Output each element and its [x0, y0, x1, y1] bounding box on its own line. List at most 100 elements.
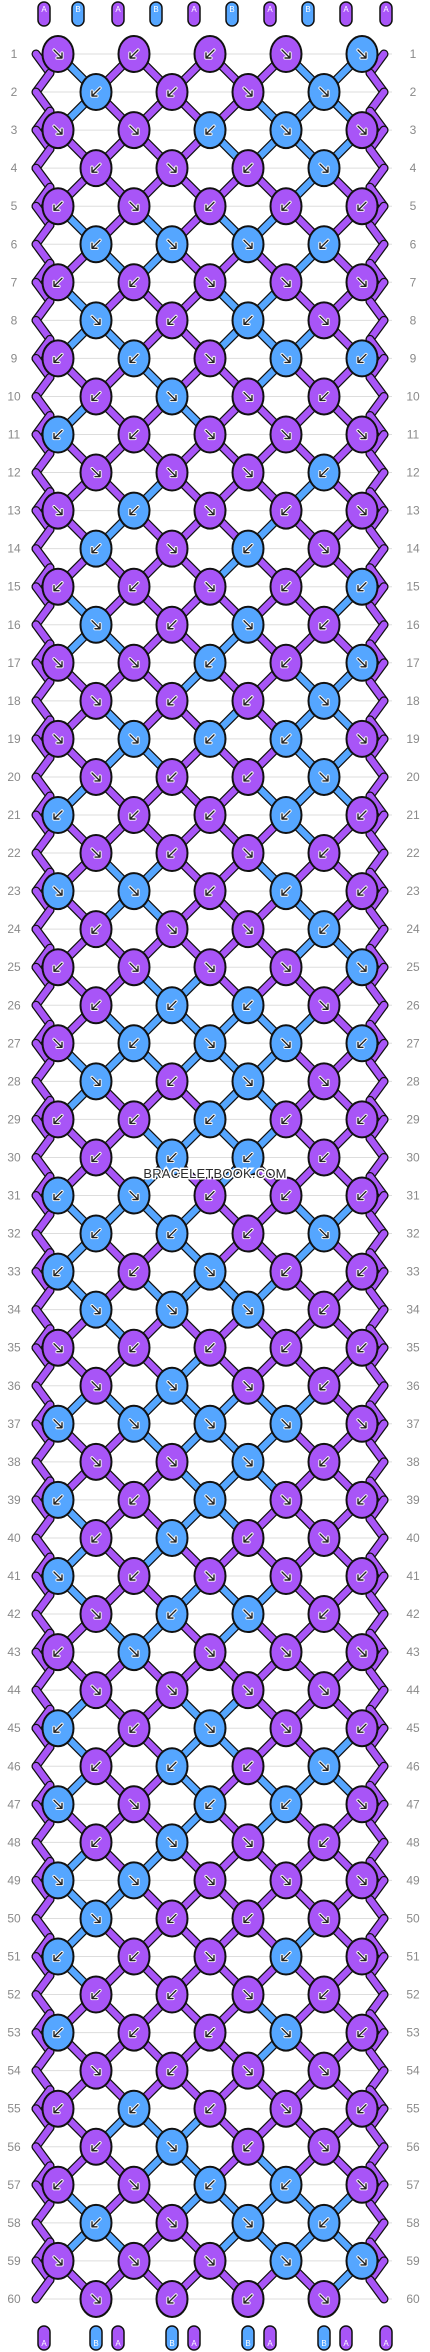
strand-start-pill: [37, 1, 51, 27]
arrow-down-right-icon: [280, 1798, 292, 1810]
arrow-down-right-icon: [90, 2141, 102, 2153]
arrow-down-right-icon: [90, 2217, 102, 2229]
row-number-right: 10: [406, 389, 420, 403]
arrow-stroke: [167, 1761, 177, 1771]
arrow-stroke: [91, 1000, 101, 1010]
arrow-down-right-icon: [204, 1113, 216, 1126]
arrow-down-left-icon: [280, 961, 292, 973]
arrow-stroke: [281, 2103, 291, 2114]
strand-start-label: B: [229, 5, 234, 14]
arrow-stroke: [319, 1913, 329, 1924]
arrow-down-left-icon: [356, 505, 368, 517]
arrow-down-right-icon: [318, 1304, 330, 1316]
arrow-stroke: [129, 1342, 139, 1353]
arrow-stroke: [281, 1723, 291, 1733]
arrow-down-right-icon: [356, 1037, 368, 1049]
arrow-stroke: [357, 1723, 367, 1733]
arrow-stroke: [243, 1685, 253, 1695]
row-number-left: 24: [7, 922, 21, 936]
arrow-stroke: [53, 734, 63, 744]
arrow-stroke: [53, 201, 63, 211]
arrow-down-right-icon: [280, 1950, 292, 1963]
arrow-down-left-icon: [204, 1874, 216, 1887]
arrow-stroke: [167, 1381, 177, 1391]
row-number-right: 31: [406, 1189, 420, 1203]
arrow-down-right-icon: [280, 581, 292, 593]
row-number-left: 18: [7, 694, 21, 708]
arrow-down-left-icon: [166, 923, 178, 935]
row-number-left: 46: [7, 1759, 21, 1773]
row-number-left: 58: [7, 2216, 21, 2230]
strand-start-label: B: [153, 5, 158, 14]
arrow-stroke: [357, 886, 367, 896]
arrow-down-right-icon: [52, 2179, 64, 2191]
arrow-stroke: [129, 582, 139, 592]
arrow-stroke: [281, 1799, 291, 1810]
arrow-stroke: [205, 658, 215, 668]
strand-end-pill: [111, 2325, 125, 2351]
arrow-down-left-icon: [128, 1646, 140, 1658]
row-number-right: 18: [406, 694, 420, 708]
arrow-down-right-icon: [280, 809, 292, 821]
arrow-stroke: [91, 2065, 101, 2076]
row-number-right: 20: [406, 770, 420, 784]
arrow-down-right-icon: [166, 847, 178, 859]
arrow-down-right-icon: [128, 1950, 140, 1963]
arrow-stroke: [91, 1913, 101, 1924]
arrow-stroke: [319, 87, 329, 97]
arrow-stroke: [281, 2256, 291, 2266]
arrow-down-right-icon: [52, 1113, 64, 1126]
arrow-stroke: [281, 1647, 291, 1657]
arrow-down-left-icon: [242, 238, 254, 250]
row-number-right: 8: [410, 313, 417, 327]
arrow-stroke: [243, 1609, 253, 1619]
row-number-left: 53: [7, 2026, 21, 2040]
row-number-left: 1: [11, 47, 18, 61]
arrow-down-right-icon: [318, 1151, 330, 1164]
arrow-down-right-icon: [52, 200, 64, 212]
arrow-stroke: [53, 1266, 63, 1277]
arrow-down-left-icon: [204, 1646, 216, 1658]
row-number-right: 32: [406, 1227, 420, 1241]
arrow-stroke: [243, 391, 253, 402]
arrow-down-left-icon: [318, 543, 330, 555]
arrow-stroke: [53, 125, 63, 135]
strand-end-label: A: [115, 2339, 121, 2348]
arrow-down-right-icon: [128, 1570, 140, 1582]
arrow-stroke: [167, 1685, 177, 1695]
row-number-right: 30: [406, 1150, 420, 1164]
arrow-down-right-icon: [128, 1037, 140, 1049]
arrow-stroke: [167, 1304, 177, 1315]
arrow-stroke: [243, 1152, 253, 1163]
arrow-down-left-icon: [318, 2065, 330, 2077]
arrow-stroke: [281, 1951, 291, 1962]
arrow-stroke: [91, 2218, 101, 2228]
arrow-down-left-icon: [204, 428, 216, 441]
arrow-stroke: [243, 848, 253, 858]
arrow-stroke: [243, 1457, 253, 1467]
arrow-down-right-icon: [242, 1760, 254, 1772]
arrow-down-right-icon: [52, 428, 64, 441]
arrow-down-left-icon: [52, 124, 64, 136]
row-number-left: 34: [7, 1303, 21, 1317]
arrow-down-right-icon: [204, 1342, 216, 1354]
arrow-down-right-icon: [242, 771, 254, 783]
row-number-left: 44: [7, 1683, 21, 1697]
arrow-stroke: [281, 1266, 291, 1277]
arrow-stroke: [281, 582, 291, 592]
arrow-stroke: [243, 772, 253, 782]
arrow-down-right-icon: [166, 2065, 178, 2077]
arrow-stroke: [205, 2027, 215, 2038]
arrow-down-left-icon: [166, 2217, 178, 2229]
arrow-down-right-icon: [356, 1189, 368, 1202]
arrow-down-right-icon: [52, 1722, 64, 1734]
strand-start-pill: [379, 1, 393, 27]
arrow-down-right-icon: [90, 1760, 102, 1772]
arrow-stroke: [167, 87, 177, 97]
arrow-stroke: [167, 772, 177, 782]
arrow-down-left-icon: [356, 2179, 368, 2191]
arrow-stroke: [53, 1342, 63, 1353]
arrow-stroke: [53, 2180, 63, 2190]
arrow-stroke: [91, 315, 101, 326]
arrow-down-right-icon: [90, 390, 102, 403]
